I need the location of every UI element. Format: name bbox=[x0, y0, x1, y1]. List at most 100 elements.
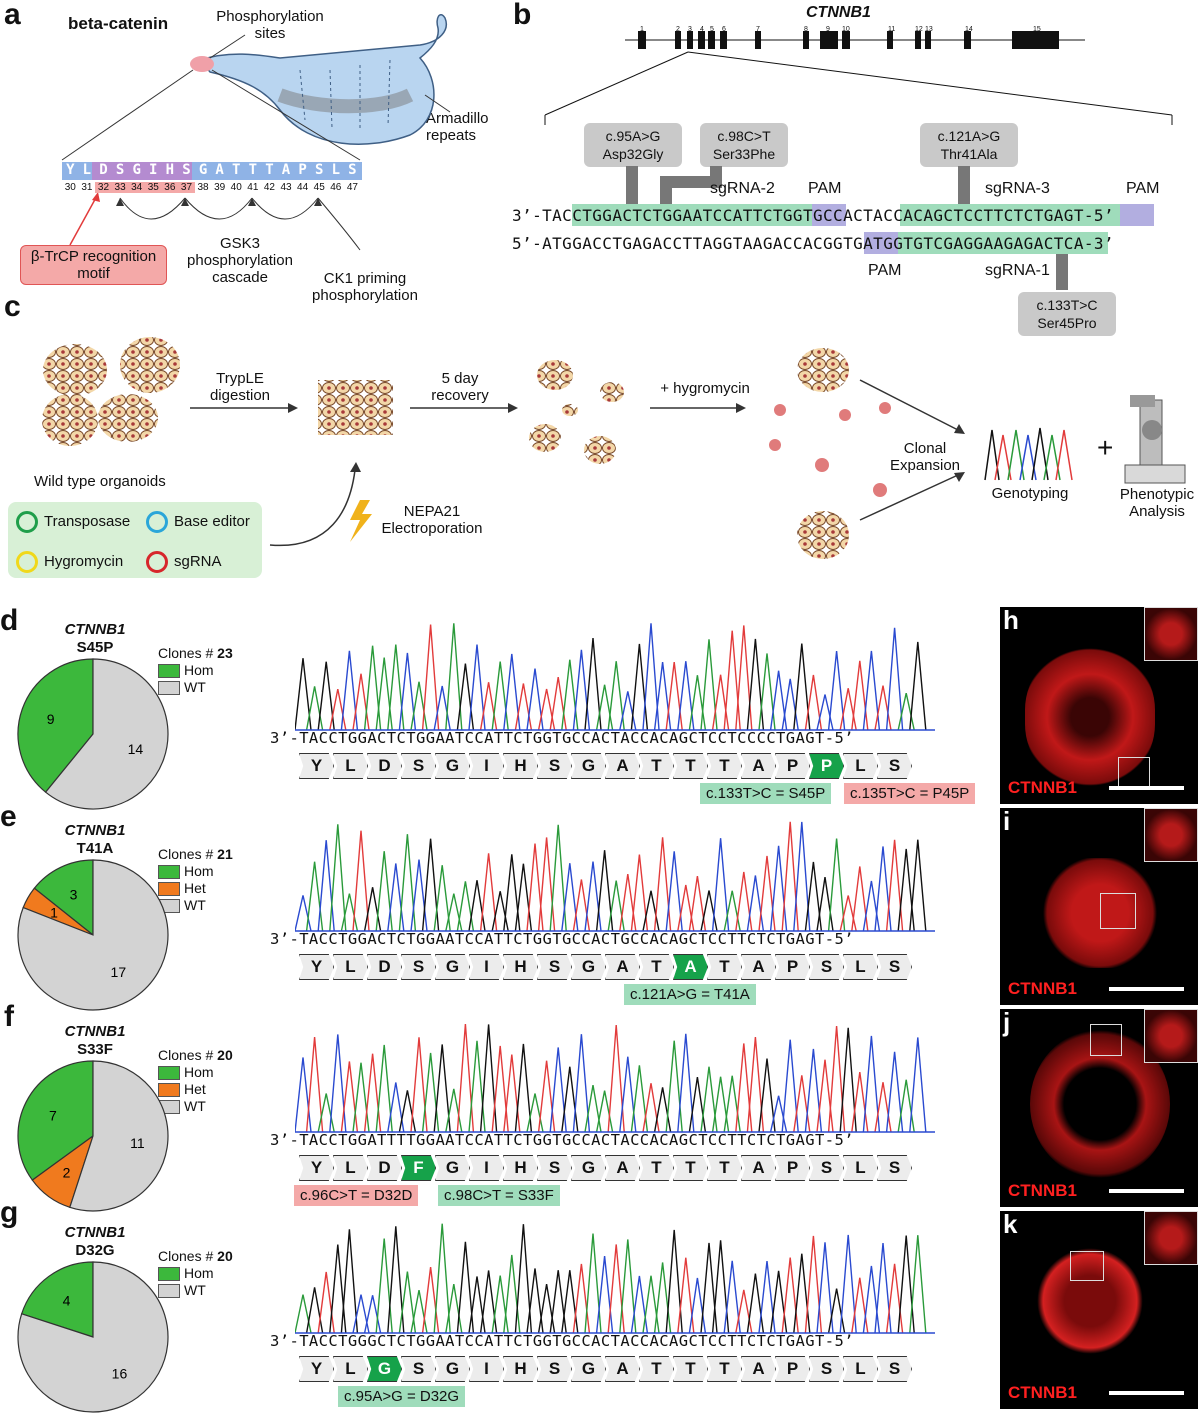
chromatogram-peak bbox=[595, 1256, 614, 1334]
chromatogram-peak bbox=[758, 1261, 776, 1334]
chromatogram-peak bbox=[503, 1054, 521, 1133]
stain-label: CTNNB1 bbox=[1008, 979, 1077, 998]
recovery-label: 5 day recovery bbox=[431, 370, 489, 404]
chromatogram-peak bbox=[909, 1037, 927, 1133]
mutation-tag: c.95A>G = D32G bbox=[338, 1386, 466, 1407]
chromatogram-peak bbox=[352, 1294, 370, 1334]
chromatogram-peak bbox=[874, 1242, 892, 1334]
chromatogram-peak bbox=[793, 821, 811, 932]
chromatogram-peak bbox=[874, 846, 892, 932]
plasmid-hygromycin: Hygromycin bbox=[16, 551, 123, 573]
chromatogram-peak bbox=[491, 1045, 509, 1133]
microscopy-j: j CTNNB1 bbox=[1000, 1009, 1198, 1207]
amino-acid: H bbox=[503, 753, 538, 779]
chromatogram-peak bbox=[665, 662, 683, 731]
sequencing-chromatogram bbox=[295, 1223, 935, 1334]
chromatogram-peak bbox=[410, 1037, 428, 1133]
sgrna3-label: sgRNA-3 bbox=[985, 180, 1050, 197]
amino-acid: S bbox=[809, 954, 844, 980]
chromatogram-peak bbox=[827, 838, 846, 932]
amino-acid: S bbox=[537, 1155, 572, 1181]
legend-swatch bbox=[158, 681, 180, 696]
chromatogram-peak bbox=[340, 1229, 359, 1334]
amino-acid: H bbox=[503, 1356, 538, 1382]
mutation-tag: c.98C>T = S33F bbox=[438, 1185, 560, 1206]
chromatogram-peak bbox=[491, 1275, 509, 1334]
chromatogram-peak bbox=[526, 1268, 544, 1334]
sequencing-chromatogram bbox=[295, 623, 935, 731]
pam2-highlight bbox=[812, 204, 846, 226]
chromatogram-peak bbox=[793, 1253, 811, 1334]
chromatogram-peak bbox=[630, 854, 649, 932]
chromatogram-peak bbox=[677, 1033, 695, 1133]
chromatogram-peak bbox=[885, 1263, 904, 1334]
chromatogram-peak bbox=[827, 1026, 846, 1133]
legend-swatch bbox=[158, 882, 180, 897]
chromatogram-peak bbox=[630, 1275, 649, 1334]
pie-slice bbox=[17, 1060, 94, 1181]
sequence-text: 3’-TACCTGGATTTTGGAATCCATTCTGGTGCCACTACCA… bbox=[270, 1131, 854, 1149]
chromatogram-peak bbox=[607, 661, 625, 731]
amino-acid: G bbox=[571, 1356, 606, 1382]
amino-acid: D bbox=[367, 1155, 402, 1181]
chromatogram-peak bbox=[839, 1234, 857, 1334]
chromatogram-peak bbox=[619, 1056, 637, 1133]
chromatogram-peak bbox=[398, 652, 417, 731]
panel-label-d: d bbox=[0, 604, 19, 637]
panel-label-b: b bbox=[513, 0, 532, 31]
chromatogram-peak bbox=[746, 638, 765, 731]
amino-acid: Y bbox=[299, 1356, 334, 1382]
chromatogram-peak bbox=[595, 1090, 614, 1133]
chromatogram-peak bbox=[433, 1223, 451, 1334]
chromatogram-peak bbox=[735, 871, 753, 932]
beta-catenin-title: beta-catenin bbox=[68, 14, 169, 33]
pam-top-2: PAM bbox=[1126, 180, 1160, 197]
chromatogram-peak bbox=[398, 834, 417, 932]
chromatogram-peak bbox=[514, 1224, 533, 1334]
amino-acid: A bbox=[605, 1356, 640, 1382]
chromatogram-peak bbox=[909, 1235, 927, 1334]
chromatogram-peak bbox=[607, 1244, 625, 1334]
chromatogram-peak bbox=[421, 624, 440, 731]
tryple-label: TrypLE digestion bbox=[209, 370, 271, 404]
pie-slice-label: 7 bbox=[49, 1108, 57, 1124]
clones-pie-chart: 914 bbox=[17, 658, 169, 810]
chromatogram-peak bbox=[595, 850, 614, 932]
scale-bar bbox=[1109, 987, 1184, 991]
pie-slice-label: 9 bbox=[47, 711, 55, 727]
chromatogram-peak bbox=[700, 1242, 718, 1334]
amino-acid: G bbox=[435, 753, 470, 779]
chromatogram-peak bbox=[804, 674, 823, 731]
chromatogram-peak bbox=[619, 1239, 637, 1334]
chromatogram-peak bbox=[653, 662, 672, 731]
chromatogram-peak bbox=[410, 859, 428, 932]
chromatogram-peak bbox=[398, 1271, 417, 1334]
chromatogram-peak bbox=[584, 638, 602, 731]
inset-box bbox=[1144, 607, 1198, 661]
amino-acid: S bbox=[537, 954, 572, 980]
pie-slice bbox=[44, 658, 169, 810]
mutation-tag: c.133T>C = S45P bbox=[700, 783, 832, 804]
chromatogram-peak bbox=[804, 1235, 823, 1334]
chromatogram-peak bbox=[677, 661, 695, 731]
pie-slice-label: 1 bbox=[50, 905, 58, 921]
roi-box bbox=[1070, 1251, 1104, 1281]
amino-acid: L bbox=[843, 753, 878, 779]
clones-pie-chart: 416 bbox=[17, 1261, 169, 1413]
amino-acid: G bbox=[435, 1356, 470, 1382]
amino-acid: T bbox=[707, 753, 742, 779]
panel-label-g: g bbox=[0, 1196, 19, 1229]
chromatogram-peak bbox=[433, 1044, 451, 1133]
amino-acid: T bbox=[707, 1155, 742, 1181]
mutation-tag: c.121A>G = T41A bbox=[624, 984, 756, 1005]
workflow-diagram bbox=[42, 337, 1186, 559]
chromatogram-peak bbox=[688, 876, 707, 932]
pie-slice-label: 11 bbox=[130, 1135, 145, 1151]
amino-acid: L bbox=[843, 954, 878, 980]
